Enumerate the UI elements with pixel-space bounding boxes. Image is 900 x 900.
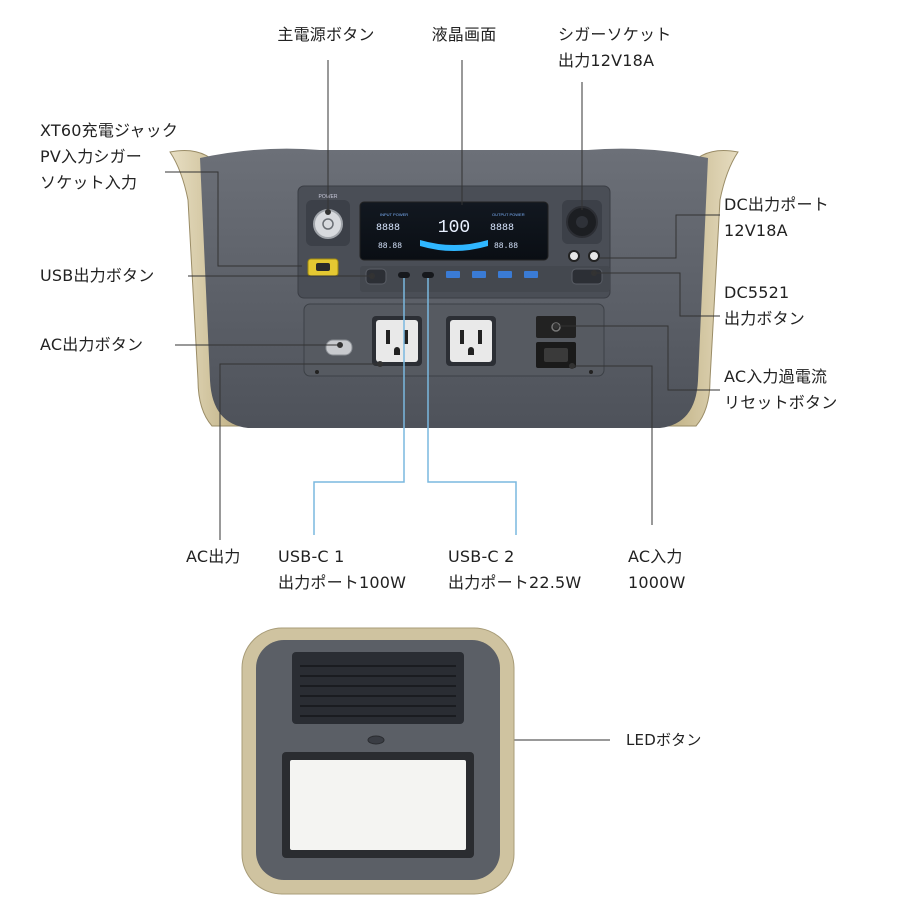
ac-output-button-label: AC出力ボタン <box>40 335 144 354</box>
usb-a-port-3[interactable] <box>498 271 512 278</box>
front-unit: POWER INPUT POWER OUTPUT POWER 8888 8888… <box>169 148 739 428</box>
svg-text:OUTPUT POWER: OUTPUT POWER <box>492 212 525 217</box>
svg-text:100: 100 <box>438 218 470 238</box>
usb-a-port-4[interactable] <box>524 271 538 278</box>
cigar-socket-label: シガーソケット 出力12V18A <box>558 25 672 70</box>
usb-c1-label: USB-C 1 出力ポート100W <box>278 547 407 592</box>
power-icon <box>322 218 334 230</box>
ac-outlet-1[interactable] <box>376 320 418 362</box>
usb-a-port-1[interactable] <box>446 271 460 278</box>
usb-output-button-label: USB出力ボタン <box>40 266 155 285</box>
dc-port-2[interactable] <box>588 250 600 262</box>
svg-text:8888: 8888 <box>490 223 514 234</box>
svg-text:88.88: 88.88 <box>378 242 402 251</box>
usb-c2-port[interactable] <box>422 272 434 278</box>
usb-a-port-2[interactable] <box>472 271 486 278</box>
ac-input-reset-label: AC入力過電流 リセットボタン <box>724 367 838 412</box>
dc-output-port-label: DC出力ポート 12V18A <box>724 195 829 240</box>
led-button[interactable] <box>367 735 385 745</box>
dc5521-button[interactable] <box>571 268 603 285</box>
svg-text:88.88: 88.88 <box>494 242 518 251</box>
usb-c-callout-lines <box>313 278 517 535</box>
vent-area <box>292 652 464 724</box>
xt60-jack-label: XT60充電ジャック PV入力シガー ソケット入力 <box>40 121 179 192</box>
usb-c1-port[interactable] <box>398 272 410 278</box>
ac-output-label: AC出力 <box>186 547 241 566</box>
lcd-screen <box>359 201 549 261</box>
usb-c2-label: USB-C 2 出力ポート22.5W <box>448 547 582 592</box>
dc5521-button-label: DC5521 出力ボタン <box>724 283 806 328</box>
ac-outlet-2[interactable] <box>450 320 492 362</box>
lcd-screen-label: 液晶画面 <box>431 25 497 44</box>
back-unit <box>241 627 515 895</box>
led-button-label: LEDボタン <box>626 731 702 749</box>
ac-input-label: AC入力 1000W <box>628 547 686 592</box>
dc-port-1[interactable] <box>568 250 580 262</box>
svg-text:8888: 8888 <box>376 223 400 234</box>
svg-text:INPUT POWER: INPUT POWER <box>380 212 408 217</box>
main-power-button-label: 主電源ボタン <box>277 25 375 44</box>
